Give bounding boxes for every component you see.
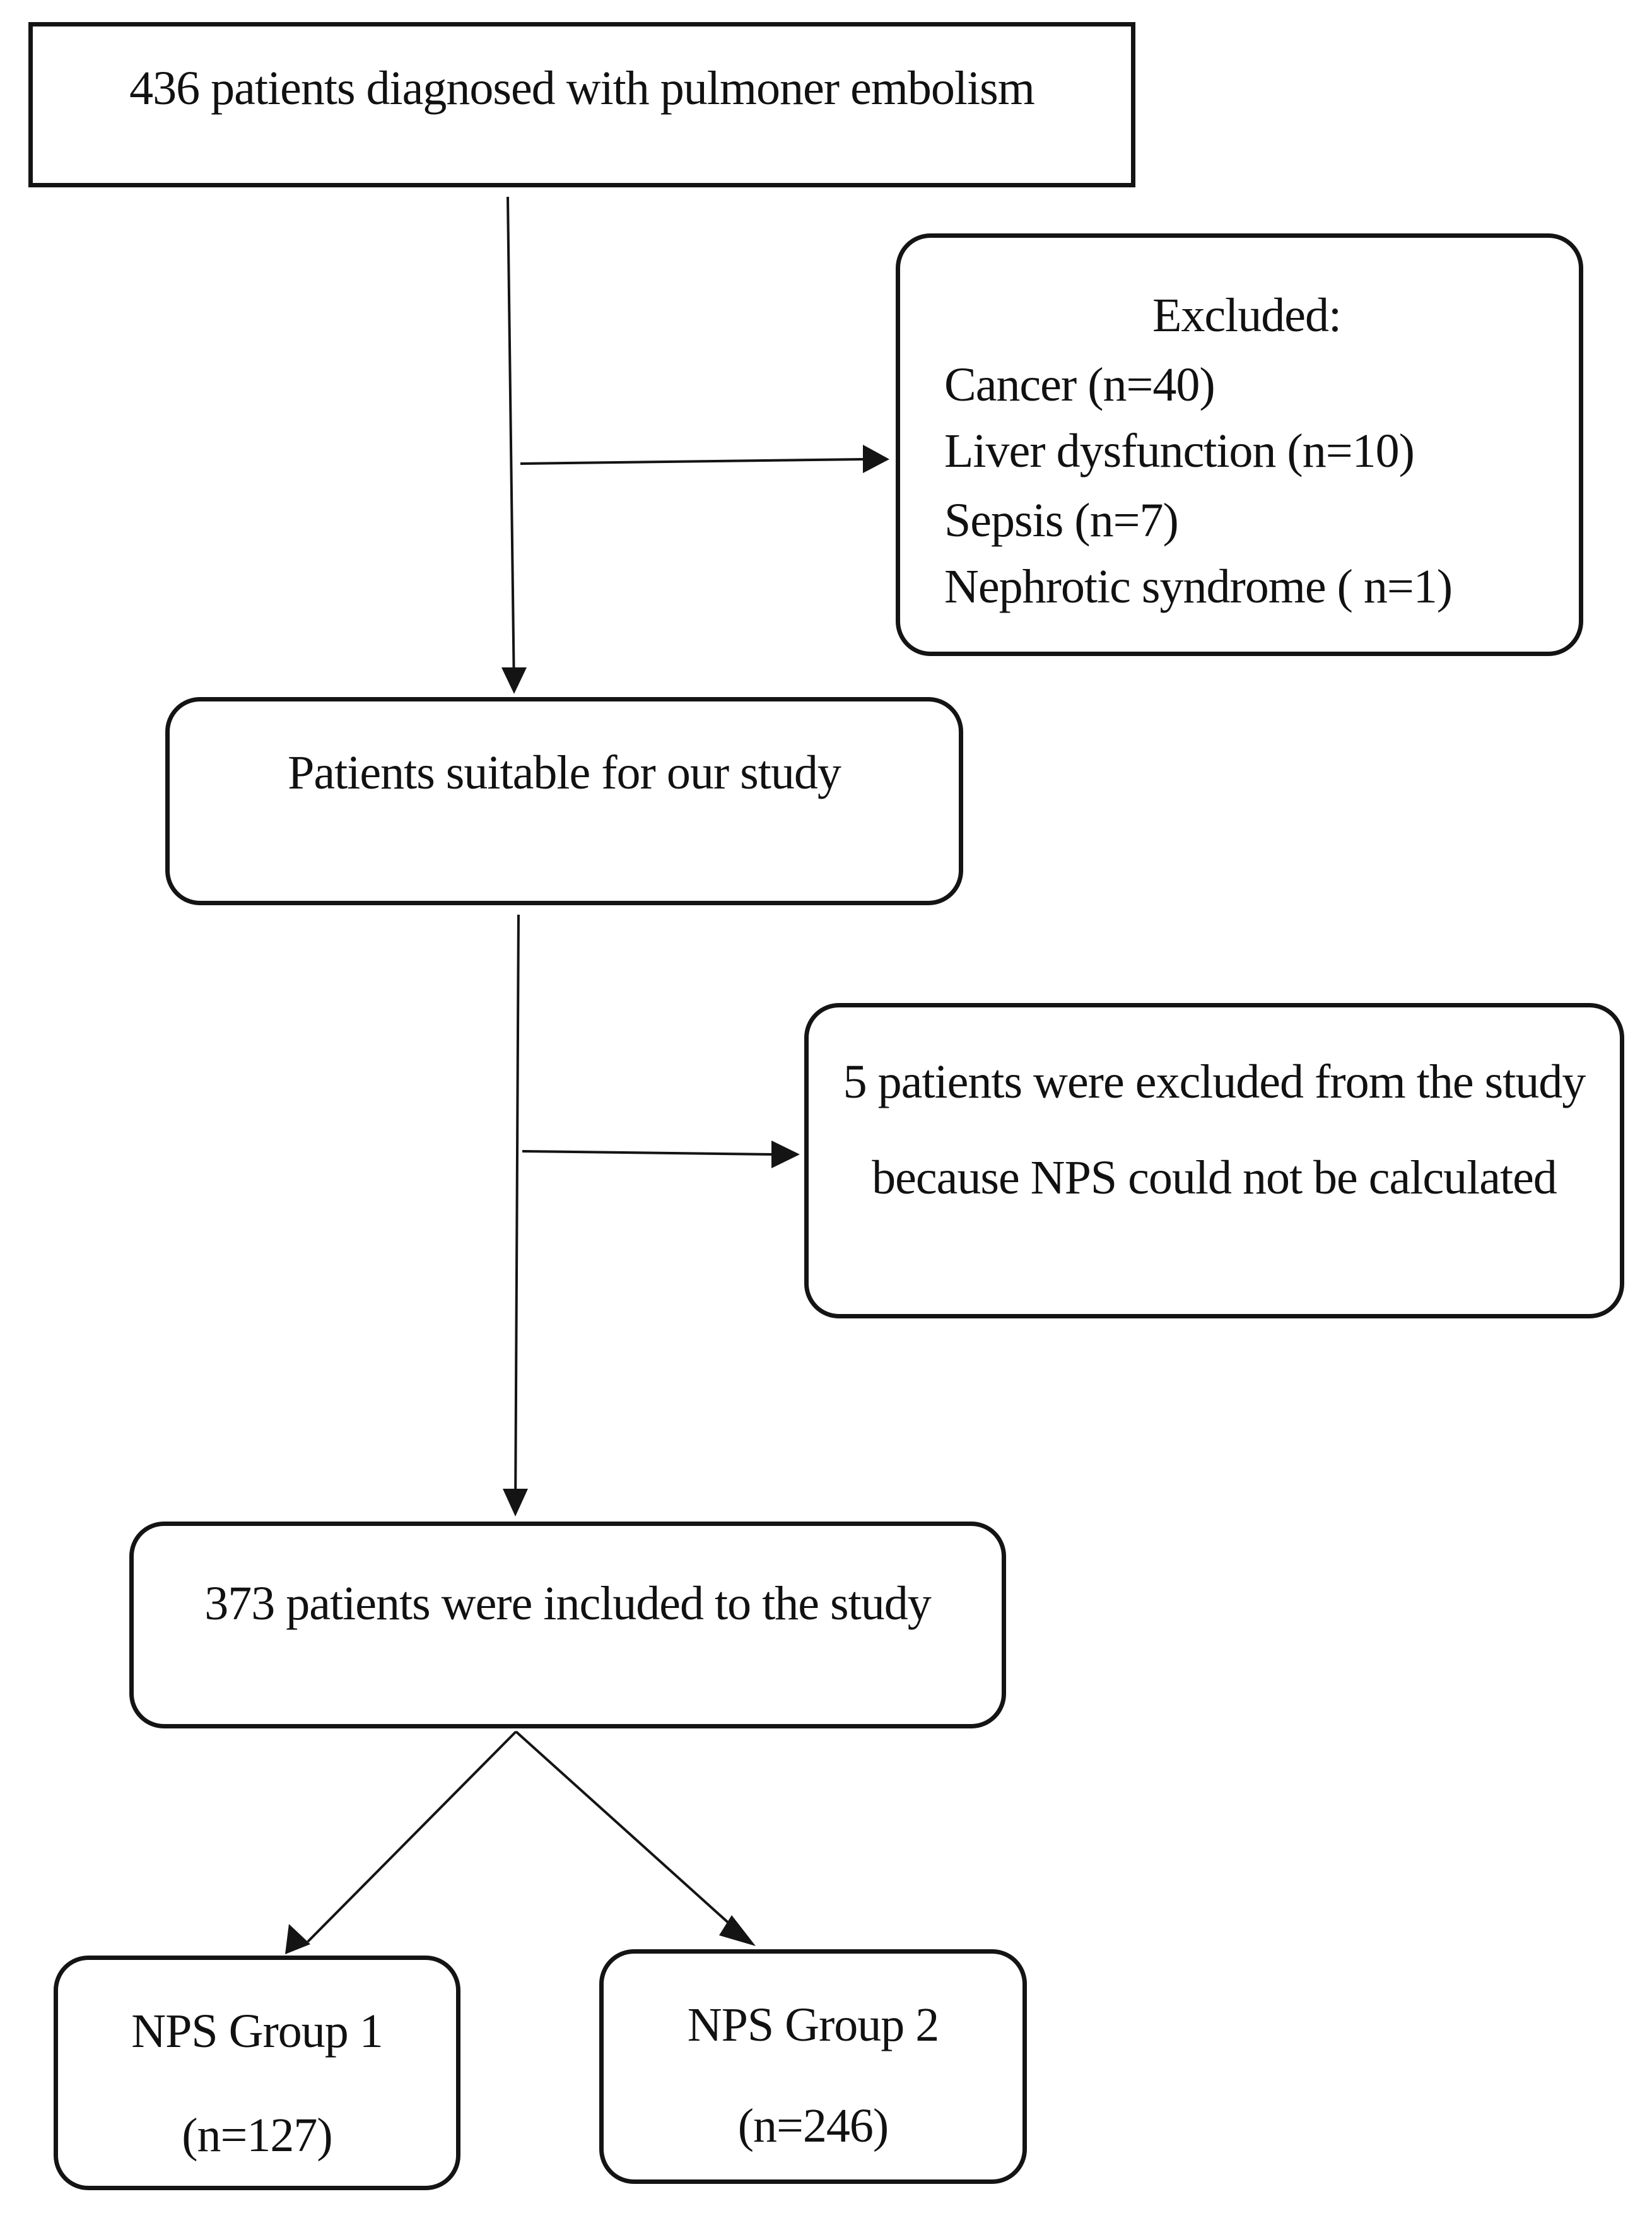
excluded-item-cancer: Cancer (n=40) [944, 358, 1216, 411]
arrowhead-group1 [285, 1924, 310, 1954]
group2-label: NPS Group 2 [687, 1998, 940, 2051]
arrowhead-suitable [501, 667, 527, 694]
arrowhead-group2 [719, 1915, 756, 1946]
group1-count: (n=127) [182, 2109, 332, 2162]
nps-excluded-box: 5 patients were excluded from the study … [804, 1003, 1624, 1318]
included-box: 373 patients were included to the study [129, 1522, 1006, 1728]
nps-excluded-line2: because NPS could not be calculated [872, 1151, 1557, 1204]
excluded-item-nephrotic: Nephrotic syndrome ( n=1) [944, 560, 1453, 613]
group1-label: NPS Group 1 [131, 2005, 384, 2058]
excluded-heading: Excluded: [1152, 289, 1342, 342]
arrow-to-nps-excluded [522, 1150, 773, 1156]
arrowhead-included [503, 1489, 528, 1516]
start-box: 436 patients diagnosed with pulmoner emb… [28, 22, 1135, 187]
arrowhead-excluded [863, 445, 889, 473]
group1-box: NPS Group 1 (n=127) [54, 1956, 460, 2190]
arrow-to-group2 [515, 1730, 738, 1932]
arrowhead-nps-excluded [771, 1141, 800, 1168]
group2-count: (n=246) [737, 2099, 889, 2152]
excluded-item-sepsis: Sepsis (n=7) [944, 494, 1179, 547]
suitable-label: Patients suitable for our study [288, 746, 841, 799]
arrow-start-to-suitable [507, 196, 515, 691]
suitable-box: Patients suitable for our study [165, 697, 963, 905]
start-label: 436 patients diagnosed with pulmoner emb… [129, 62, 1035, 115]
arrow-to-group1 [307, 1730, 517, 1943]
included-label: 373 patients were included to the study [204, 1577, 931, 1630]
nps-excluded-line1: 5 patients were excluded from the study [843, 1055, 1586, 1108]
excluded-box: Excluded: Cancer (n=40) Liver dysfunctio… [896, 233, 1583, 656]
group2-box: NPS Group 2 (n=246) [599, 1949, 1027, 2184]
arrow-suitable-to-included [514, 914, 520, 1515]
arrow-to-excluded [520, 458, 865, 465]
excluded-item-liver: Liver dysfunction (n=10) [944, 425, 1415, 478]
